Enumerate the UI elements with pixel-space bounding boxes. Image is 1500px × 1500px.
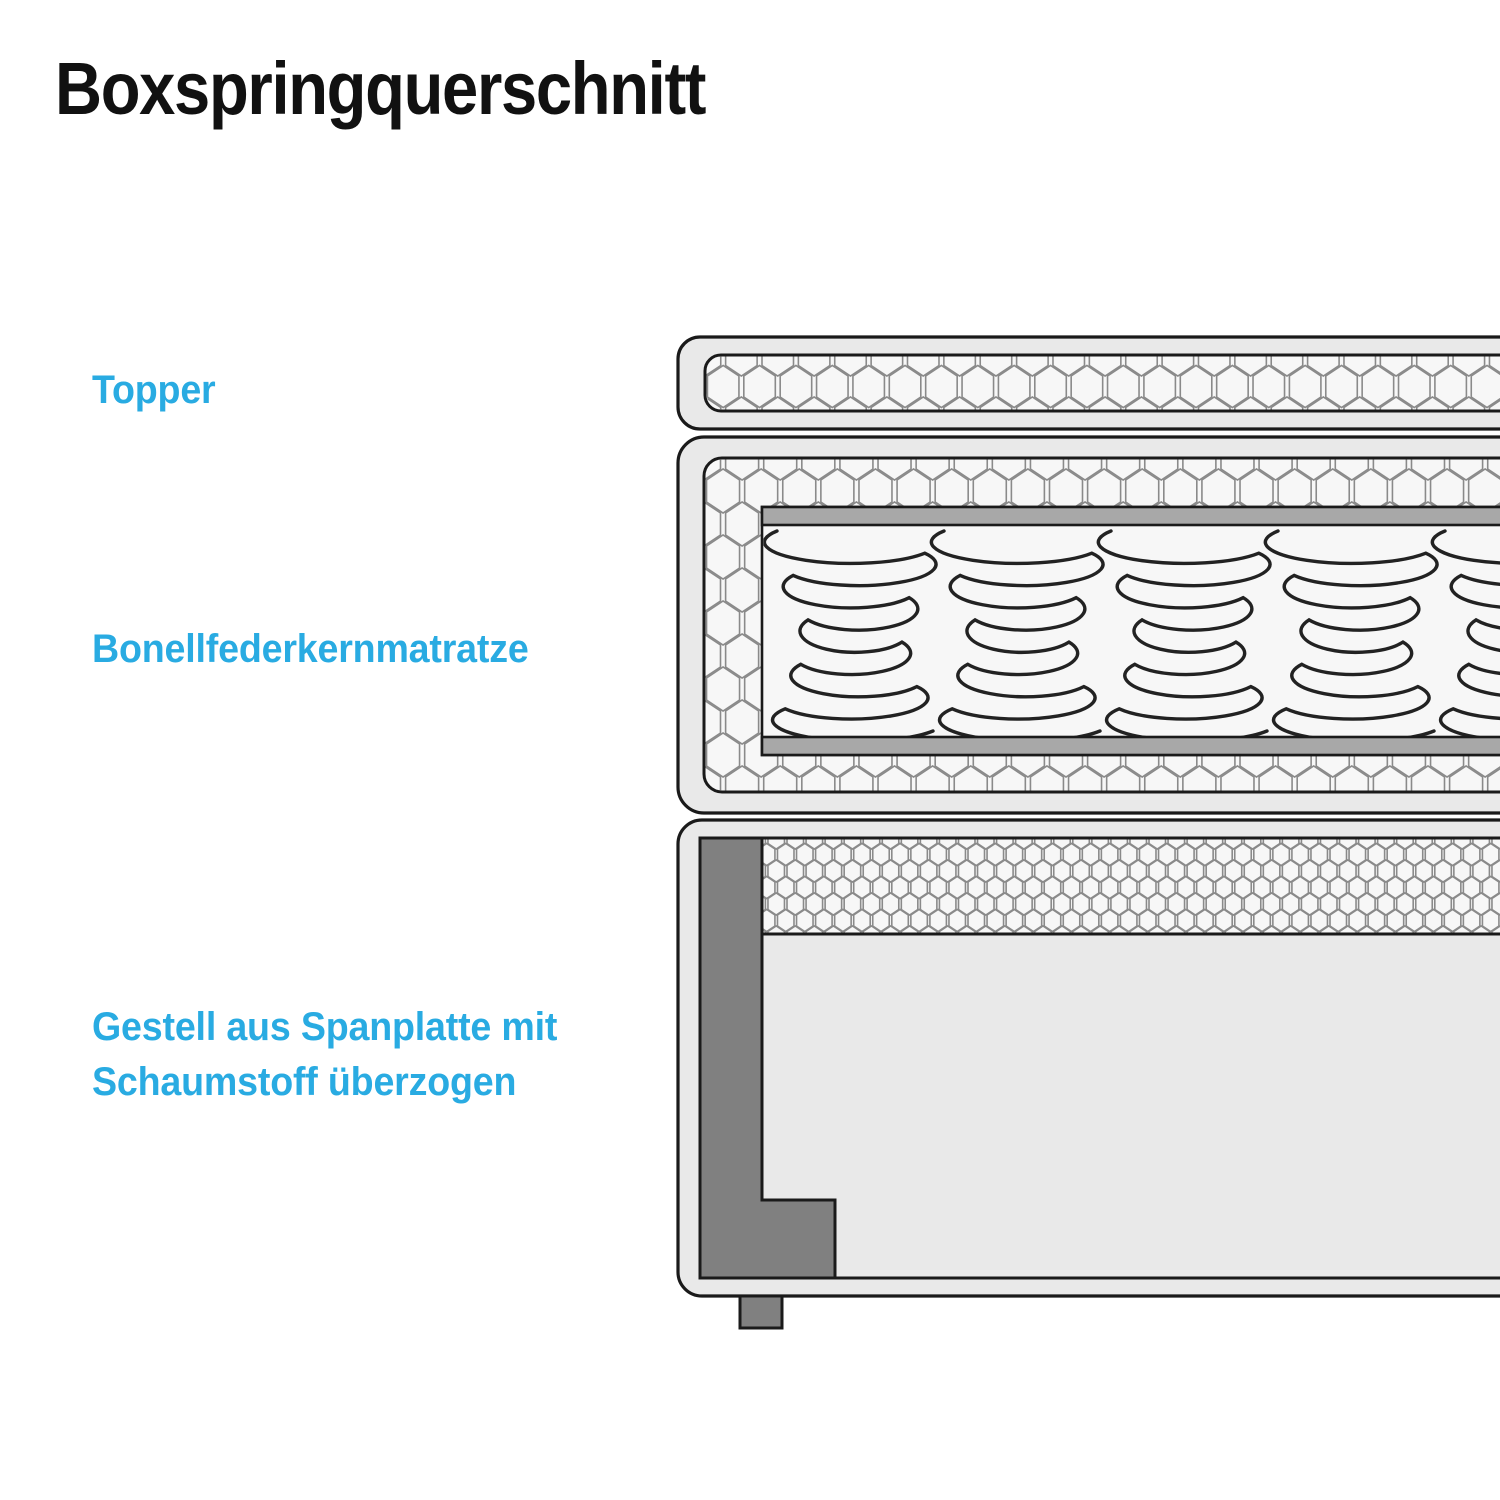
mattress-layer (676, 435, 1500, 815)
core-bottom-bar (760, 735, 1500, 757)
bonell-spring (1096, 529, 1272, 737)
mattress-foam-panel (702, 456, 1500, 794)
bonell-spring (1430, 529, 1500, 737)
mattress-spring-core (760, 505, 1500, 757)
base-frame-layer (676, 818, 1500, 1330)
bonell-spring (1263, 529, 1439, 737)
bed-foot (738, 1294, 784, 1330)
bonell-spring (763, 529, 938, 737)
mattress-foam-cells (705, 459, 1500, 791)
topper-foam-cells (706, 356, 1500, 410)
label-bonellfederkernmatratze: Bonellfederkernmatratze (92, 627, 529, 671)
label-frame-line-2: Schaumstoff überzogen (92, 1060, 517, 1104)
spanplatte-board (698, 836, 837, 1280)
base-shell (676, 818, 1500, 1298)
topper-shell (676, 335, 1500, 431)
base-foam-panel (698, 836, 1500, 936)
label-frame-line-1: Gestell aus Spanplatte mit (92, 1005, 558, 1049)
spring-group (763, 529, 1500, 737)
label-topper: Topper (92, 368, 216, 412)
core-top-bar (760, 505, 1500, 527)
topper-foam-panel (703, 353, 1500, 413)
topper-layer (676, 335, 1500, 431)
base-foam-cells (701, 839, 1500, 933)
bonell-spring (929, 529, 1105, 737)
mattress-shell (676, 435, 1500, 815)
page-title: Boxspringquerschnitt (55, 47, 707, 130)
